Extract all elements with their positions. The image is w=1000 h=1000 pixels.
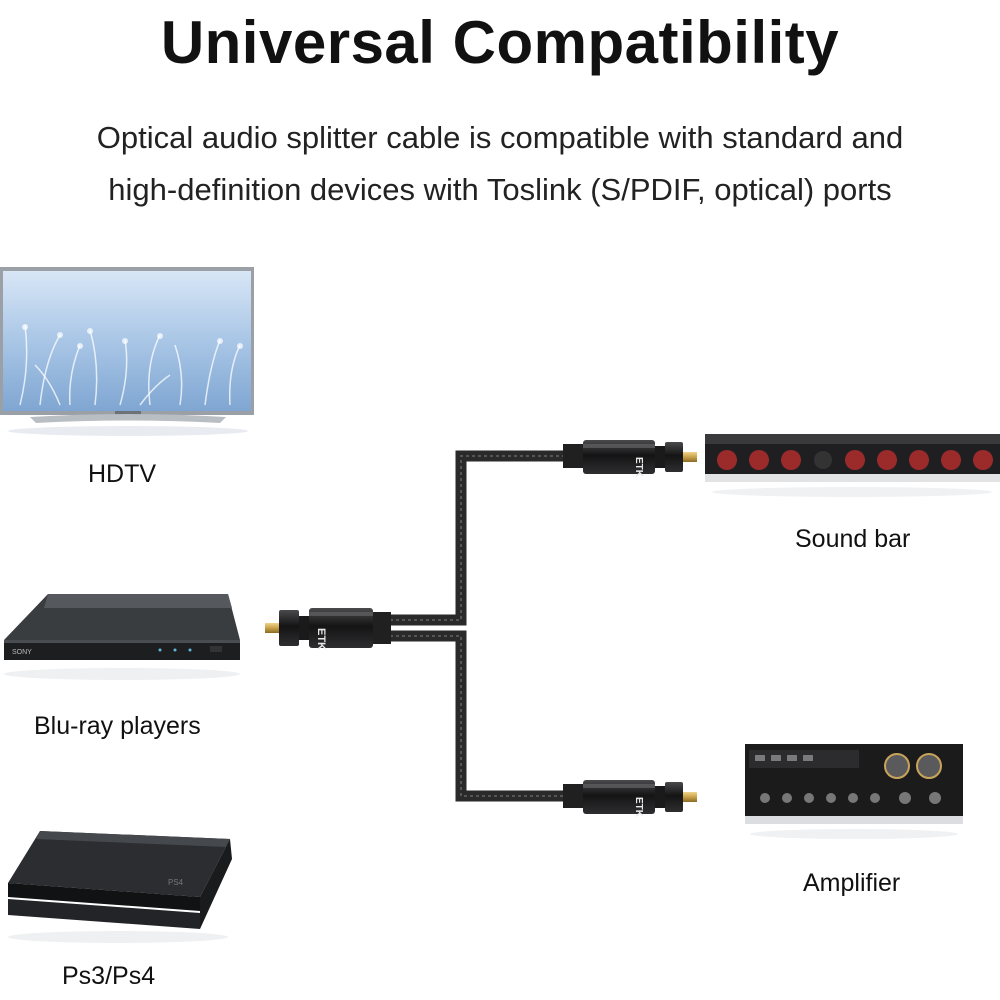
page-subtitle: Optical audio splitter cable is compatib… [0, 112, 1000, 216]
soundbar-label: Sound bar [795, 525, 911, 553]
output-connector-bottom: ETK [563, 780, 697, 818]
input-connector-mark: ETK [315, 628, 327, 650]
soundbar-image [705, 430, 1000, 505]
subtitle-line-2: high-definition devices with Toslink (S/… [108, 172, 892, 207]
top-connector-mark: ETK [633, 457, 644, 478]
cable-lower-branch [390, 630, 565, 802]
cable-upper-branch [390, 450, 565, 626]
bluray-player-image: SONY [0, 588, 250, 688]
amplifier-image [745, 742, 965, 842]
hdtv-label: HDTV [88, 460, 157, 488]
output-connector-top: ETK [563, 440, 697, 478]
splitter-cable: ETK ETK ETK [255, 440, 705, 820]
amplifier-label: Amplifier [803, 869, 901, 897]
ps-label: Ps3/Ps4 [62, 962, 156, 990]
console-brand-text: PS4 [168, 878, 184, 887]
bluray-brand-text: SONY [12, 649, 32, 656]
bottom-connector-mark: ETK [633, 797, 644, 818]
ps4-console-image: PS4 [0, 825, 245, 950]
bluray-label: Blu-ray players [34, 712, 201, 740]
subtitle-line-1: Optical audio splitter cable is compatib… [96, 120, 904, 155]
page-title: Universal Compatibility [160, 9, 840, 76]
hdtv-image [0, 265, 256, 440]
input-connector: ETK [265, 608, 391, 650]
